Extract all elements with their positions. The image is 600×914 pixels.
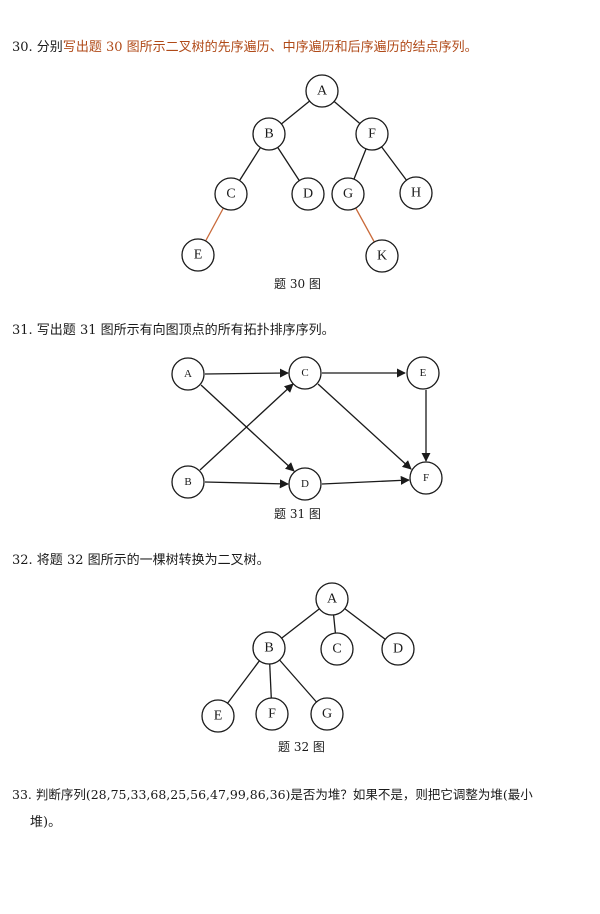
edge-b-c [199,383,294,471]
graph-node-e: E [406,356,440,390]
svg-text:G: G [343,187,353,202]
tree-node-c: C [214,177,248,211]
svg-text:A: A [327,592,338,607]
tree-node-e: E [201,699,235,733]
svg-text:A: A [317,84,328,99]
svg-text:K: K [377,249,387,264]
tree-node-d: D [381,632,415,666]
svg-text:D: D [393,642,403,657]
svg-text:C: C [226,187,235,202]
edge-a-d [200,384,295,472]
figure-32-caption: 题 32 图 [278,740,325,754]
question-31-text: 31. 写出题 31 图所示有向图顶点的所有拓扑排序序列。 [12,323,335,338]
svg-text:E: E [194,248,203,263]
tree-node-k: K [365,239,399,273]
tree-node-b: B [252,117,286,151]
svg-text:B: B [184,476,191,488]
figure-31-caption: 题 31 图 [274,507,321,521]
question-32-text: 32. 将题 32 图所示的一棵树转换为二叉树。 [12,553,270,568]
tree-node-c: C [320,632,354,666]
question-33-line-2: 堆)。 [30,815,62,830]
svg-text:F: F [423,472,429,484]
question-30-text: 30. 分别写出题 30 图所示二叉树的先序遍历、中序遍历和后序遍历的结点序列。 [12,40,478,56]
svg-text:C: C [301,367,308,379]
edge-d-f [321,475,410,485]
graph-node-c: C [288,356,322,390]
tree-node-h: H [399,176,433,210]
tree-node-f: F [255,697,289,731]
binary-tree-figure-30: A B F C D G H E K [181,74,433,273]
tree-node-b: B [252,631,286,665]
svg-text:C: C [332,642,341,657]
question-33-line-1: 33. 判断序列(28,75,33,68,25,56,47,99,86,36)是… [12,787,533,802]
svg-text:A: A [184,368,192,380]
figure-30-caption: 题 30 图 [274,277,321,291]
svg-text:F: F [368,127,376,142]
svg-text:B: B [264,127,273,142]
graph-node-d: D [288,467,322,501]
svg-text:D: D [301,478,309,490]
svg-text:G: G [322,707,332,722]
tree-node-g: G [310,697,344,731]
edge-c-f [317,383,412,470]
svg-text:D: D [303,187,313,202]
tree-node-f: F [355,117,389,151]
tree-node-e: E [181,238,215,272]
question-30-prefix: 30. 分别 [12,40,63,55]
graph-node-f: F [409,461,443,495]
svg-text:B: B [264,641,273,656]
svg-text:H: H [411,186,421,201]
tree-node-d: D [291,177,325,211]
question-30-body: 写出题 30 图所示二叉树的先序遍历、中序遍历和后序遍历的结点序列。 [62,40,478,55]
svg-text:F: F [268,707,276,722]
graph-node-a: A [171,357,205,391]
tree-node-g: G [331,177,365,211]
edge-b-d [204,479,289,489]
graph-node-b: B [171,465,205,499]
tree-figure-32: A B C D E F G [201,582,415,733]
edge-a-c [204,368,289,378]
tree-node-a: A [315,582,349,616]
svg-text:E: E [420,367,427,379]
tree-node-a: A [305,74,339,108]
directed-graph-figure-31: A C E B D F [171,356,443,501]
svg-text:E: E [214,709,223,724]
